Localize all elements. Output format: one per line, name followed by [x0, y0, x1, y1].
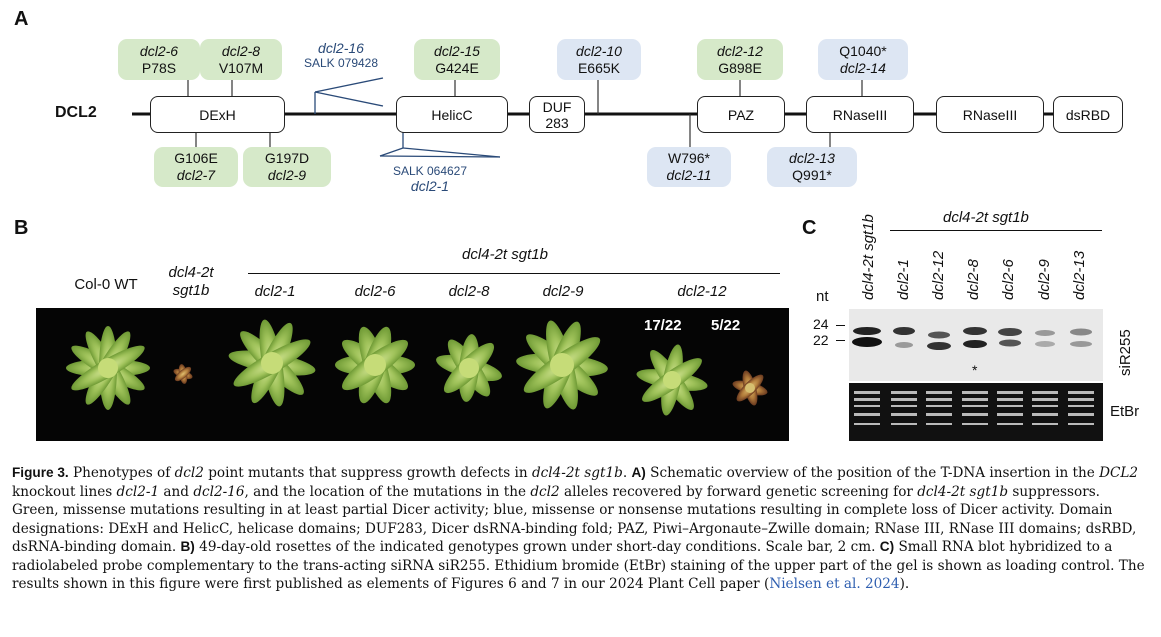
salk-allele: dcl2-16 — [318, 40, 364, 56]
panel-a-letter: A — [14, 8, 29, 30]
allele-label: dcl2-6 — [139, 42, 179, 59]
rosette-parent — [173, 364, 193, 384]
mutation-label: Q1040* — [839, 42, 887, 59]
domain-dsrbd: dsRBD — [1053, 96, 1123, 133]
citation-link[interactable]: Nielsen et al. 2024 — [769, 576, 900, 592]
rosette-photo-art — [28, 319, 768, 438]
size-marker-24: 24 — [813, 316, 829, 332]
lane-label-dcl2-6: dcl2-6 — [1000, 259, 1017, 300]
domain-dexh: DExH — [150, 96, 285, 133]
caption-panel-a: A) — [631, 465, 646, 480]
domain-helicc: HelicC — [396, 96, 508, 133]
salk-line: SALK 064627 — [392, 164, 468, 178]
allele-label: dcl2-14 — [840, 59, 886, 76]
panel-b-letter: B — [14, 217, 29, 239]
lane-label-dcl2-1: dcl2-1 — [895, 259, 912, 300]
mutation-label: G424E — [435, 59, 479, 76]
salk-label-top: dcl2-16 SALK 079428 — [296, 41, 386, 71]
figure-caption: Figure 3. Phenotypes of dcl2 point mutan… — [12, 465, 1145, 592]
allele-label: dcl2-7 — [176, 167, 216, 183]
panel-c-letter: C — [802, 217, 817, 239]
size-marker-22: 22 — [813, 332, 829, 348]
lane-label-dcl2-13: dcl2-13 — [1071, 250, 1088, 300]
allele-label: dcl2-15 — [434, 42, 480, 59]
mutation-tag-dcl2-11: W796*dcl2-11 — [647, 147, 731, 187]
northern-blot — [849, 309, 1103, 381]
rosette-dcl2-6 — [335, 326, 415, 404]
label-parent-line: dcl4-2t sgt1b — [156, 264, 226, 300]
etbr-gel — [849, 383, 1103, 441]
mutation-label: G106E — [174, 150, 218, 166]
scale-bar-mark — [29, 420, 33, 438]
label-dcl2-8: dcl2-8 — [448, 283, 490, 300]
probe-label: siR255 — [1117, 329, 1134, 376]
fraction-17-22: 17/22 — [644, 317, 682, 334]
rosette-dcl2-1 — [228, 319, 316, 407]
lane-label-dcl2-8: dcl2-8 — [965, 259, 982, 300]
tick-24 — [836, 325, 845, 326]
caption-figure-label: Figure 3. — [12, 465, 69, 480]
salk-label-bottom: SALK 064627 dcl2-1 — [380, 164, 480, 194]
rosette-dcl2-12-b — [732, 370, 768, 406]
label-dcl2-9: dcl2-9 — [542, 283, 584, 300]
mutation-label: W796* — [667, 150, 711, 166]
salk-line: SALK 079428 — [303, 56, 379, 70]
mutation-label: G898E — [718, 59, 762, 76]
domain-duf283: DUF 283 — [529, 96, 585, 133]
rosette-photo: 17/22 5/22 — [28, 308, 789, 441]
domain-paz: PAZ — [697, 96, 785, 133]
allele-label: dcl2-9 — [267, 167, 307, 183]
allele-label: dcl2-12 — [717, 42, 763, 59]
mutation-label: Q991* — [792, 167, 832, 183]
label-col0: Col-0 WT — [74, 276, 138, 293]
tdna-insertion-top — [314, 77, 384, 114]
panel-b-group-rule — [248, 273, 780, 274]
parent-line-1: dcl4-2t — [168, 264, 214, 281]
gene-name: DCL2 — [55, 104, 97, 121]
mutation-label: G197D — [264, 150, 310, 166]
lane-label-dcl2-9: dcl2-9 — [1036, 259, 1053, 300]
domain-rnaseiii-2: RNaseIII — [936, 96, 1044, 133]
allele-label: dcl2-8 — [221, 42, 261, 59]
panel-b-group-label: dcl4-2t sgt1b — [462, 246, 548, 263]
rosette-dcl2-9 — [516, 320, 608, 410]
allele-label: dcl2-10 — [576, 42, 622, 59]
etbr-gel-bands — [854, 391, 1094, 425]
domain-rnaseiii-1: RNaseIII — [806, 96, 914, 133]
caption-panel-b: B) — [180, 539, 195, 554]
label-dcl2-1: dcl2-1 — [254, 283, 296, 300]
rosette-col0 — [66, 326, 150, 410]
parent-line-2: sgt1b — [172, 282, 210, 299]
lane-label-dcl2-12: dcl2-12 — [930, 250, 947, 300]
northern-blot-bands — [852, 327, 1092, 350]
label-dcl2-6: dcl2-6 — [354, 283, 396, 300]
allele-label: dcl2-11 — [666, 167, 712, 183]
loading-label: EtBr — [1110, 403, 1140, 420]
mutation-tag-dcl2-14: Q1040*dcl2-14 — [818, 39, 908, 80]
mutation-label: V107M — [218, 59, 264, 76]
tick-22 — [836, 340, 845, 341]
blot-star: * — [972, 362, 978, 378]
fraction-5-22: 5/22 — [711, 317, 741, 334]
mutation-label: E665K — [577, 59, 621, 76]
caption-panel-c: C) — [879, 539, 895, 554]
label-dcl2-12: dcl2-12 — [677, 283, 727, 300]
rosette-dcl2-12-a — [636, 344, 708, 416]
panel-c-group-rule — [890, 230, 1102, 231]
rosette-dcl2-8 — [436, 334, 502, 402]
panel-c-group-label: dcl4-2t sgt1b — [943, 209, 1029, 226]
allele-label: dcl2-13 — [789, 150, 835, 166]
lane-label-parent: dcl4-2t sgt1b — [860, 214, 877, 300]
salk-allele: dcl2-1 — [410, 178, 450, 194]
mutation-label: P78S — [141, 59, 177, 76]
nt-label: nt — [816, 288, 829, 305]
